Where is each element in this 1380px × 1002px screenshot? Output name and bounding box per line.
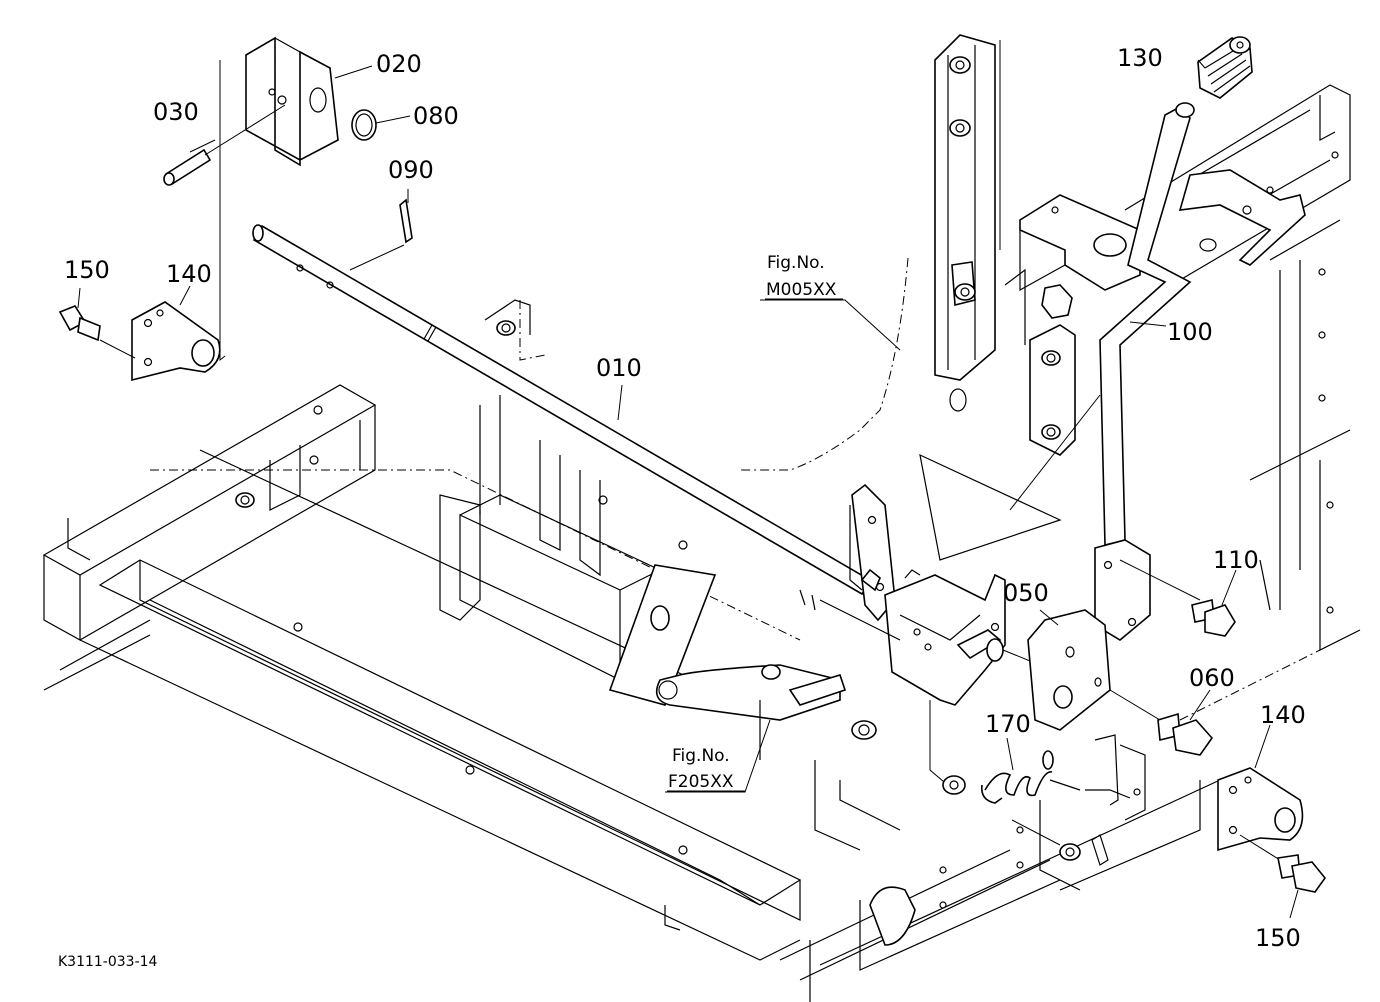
leader-lines [77,59,1299,919]
diagram-code: K3111-033-14 [58,954,158,970]
part-label-130: 130 [1117,44,1163,72]
bracket-020 [219,36,339,362]
fig-ref-title-m005: Fig.No. [767,253,825,273]
shaft-010 [252,224,872,596]
fig-ref-title-f205: Fig.No. [672,746,730,766]
part-label-080: 080 [413,102,459,130]
center-bracket [439,299,688,681]
part-label-140-left: 140 [166,260,212,288]
spring-170 [929,700,1081,804]
fig-ref-code-m005: M005XX [766,280,837,300]
part-label-110: 110 [1213,546,1259,574]
part-label-170: 170 [985,710,1031,738]
ring-080 [351,109,377,141]
part-label-010: 010 [596,354,642,382]
plate-140-right [1217,767,1304,861]
lever-100 [1094,102,1201,641]
part-label-030: 030 [153,98,199,126]
right-frame-rail [779,649,1321,1002]
pedal-arm [608,564,877,740]
grip-130 [1197,36,1253,99]
bolt-110 [1191,599,1236,637]
fig-ref-code-f205: F205XX [668,772,734,792]
bolt-150-left [58,305,136,359]
part-label-150-right: 150 [1255,924,1301,952]
part-label-150-left: 150 [64,256,110,284]
part-label-140-right: 140 [1260,701,1306,729]
cotter-090 [349,198,413,271]
figure-references: Fig.No. M005XX Fig.No. F205XX [667,253,843,792]
plate-050 [1027,609,1161,731]
plate-140-left [131,301,221,382]
part-label-060: 060 [1189,664,1235,692]
vertical-post [740,34,1062,561]
part-label-050: 050 [1003,579,1049,607]
part-label-020: 020 [376,50,422,78]
bolt-060 [1157,712,1214,756]
bolt-150-right [1277,854,1327,893]
part-label-100: 100 [1167,318,1213,346]
main-frame [42,384,802,961]
part-labels: 010 020 030 050 060 080 090 100 110 130 … [64,44,1306,952]
mount-bracket [1009,194,1141,511]
part-label-090: 090 [388,156,434,184]
pin-030 [163,104,286,186]
pivot-arm [849,483,1041,706]
